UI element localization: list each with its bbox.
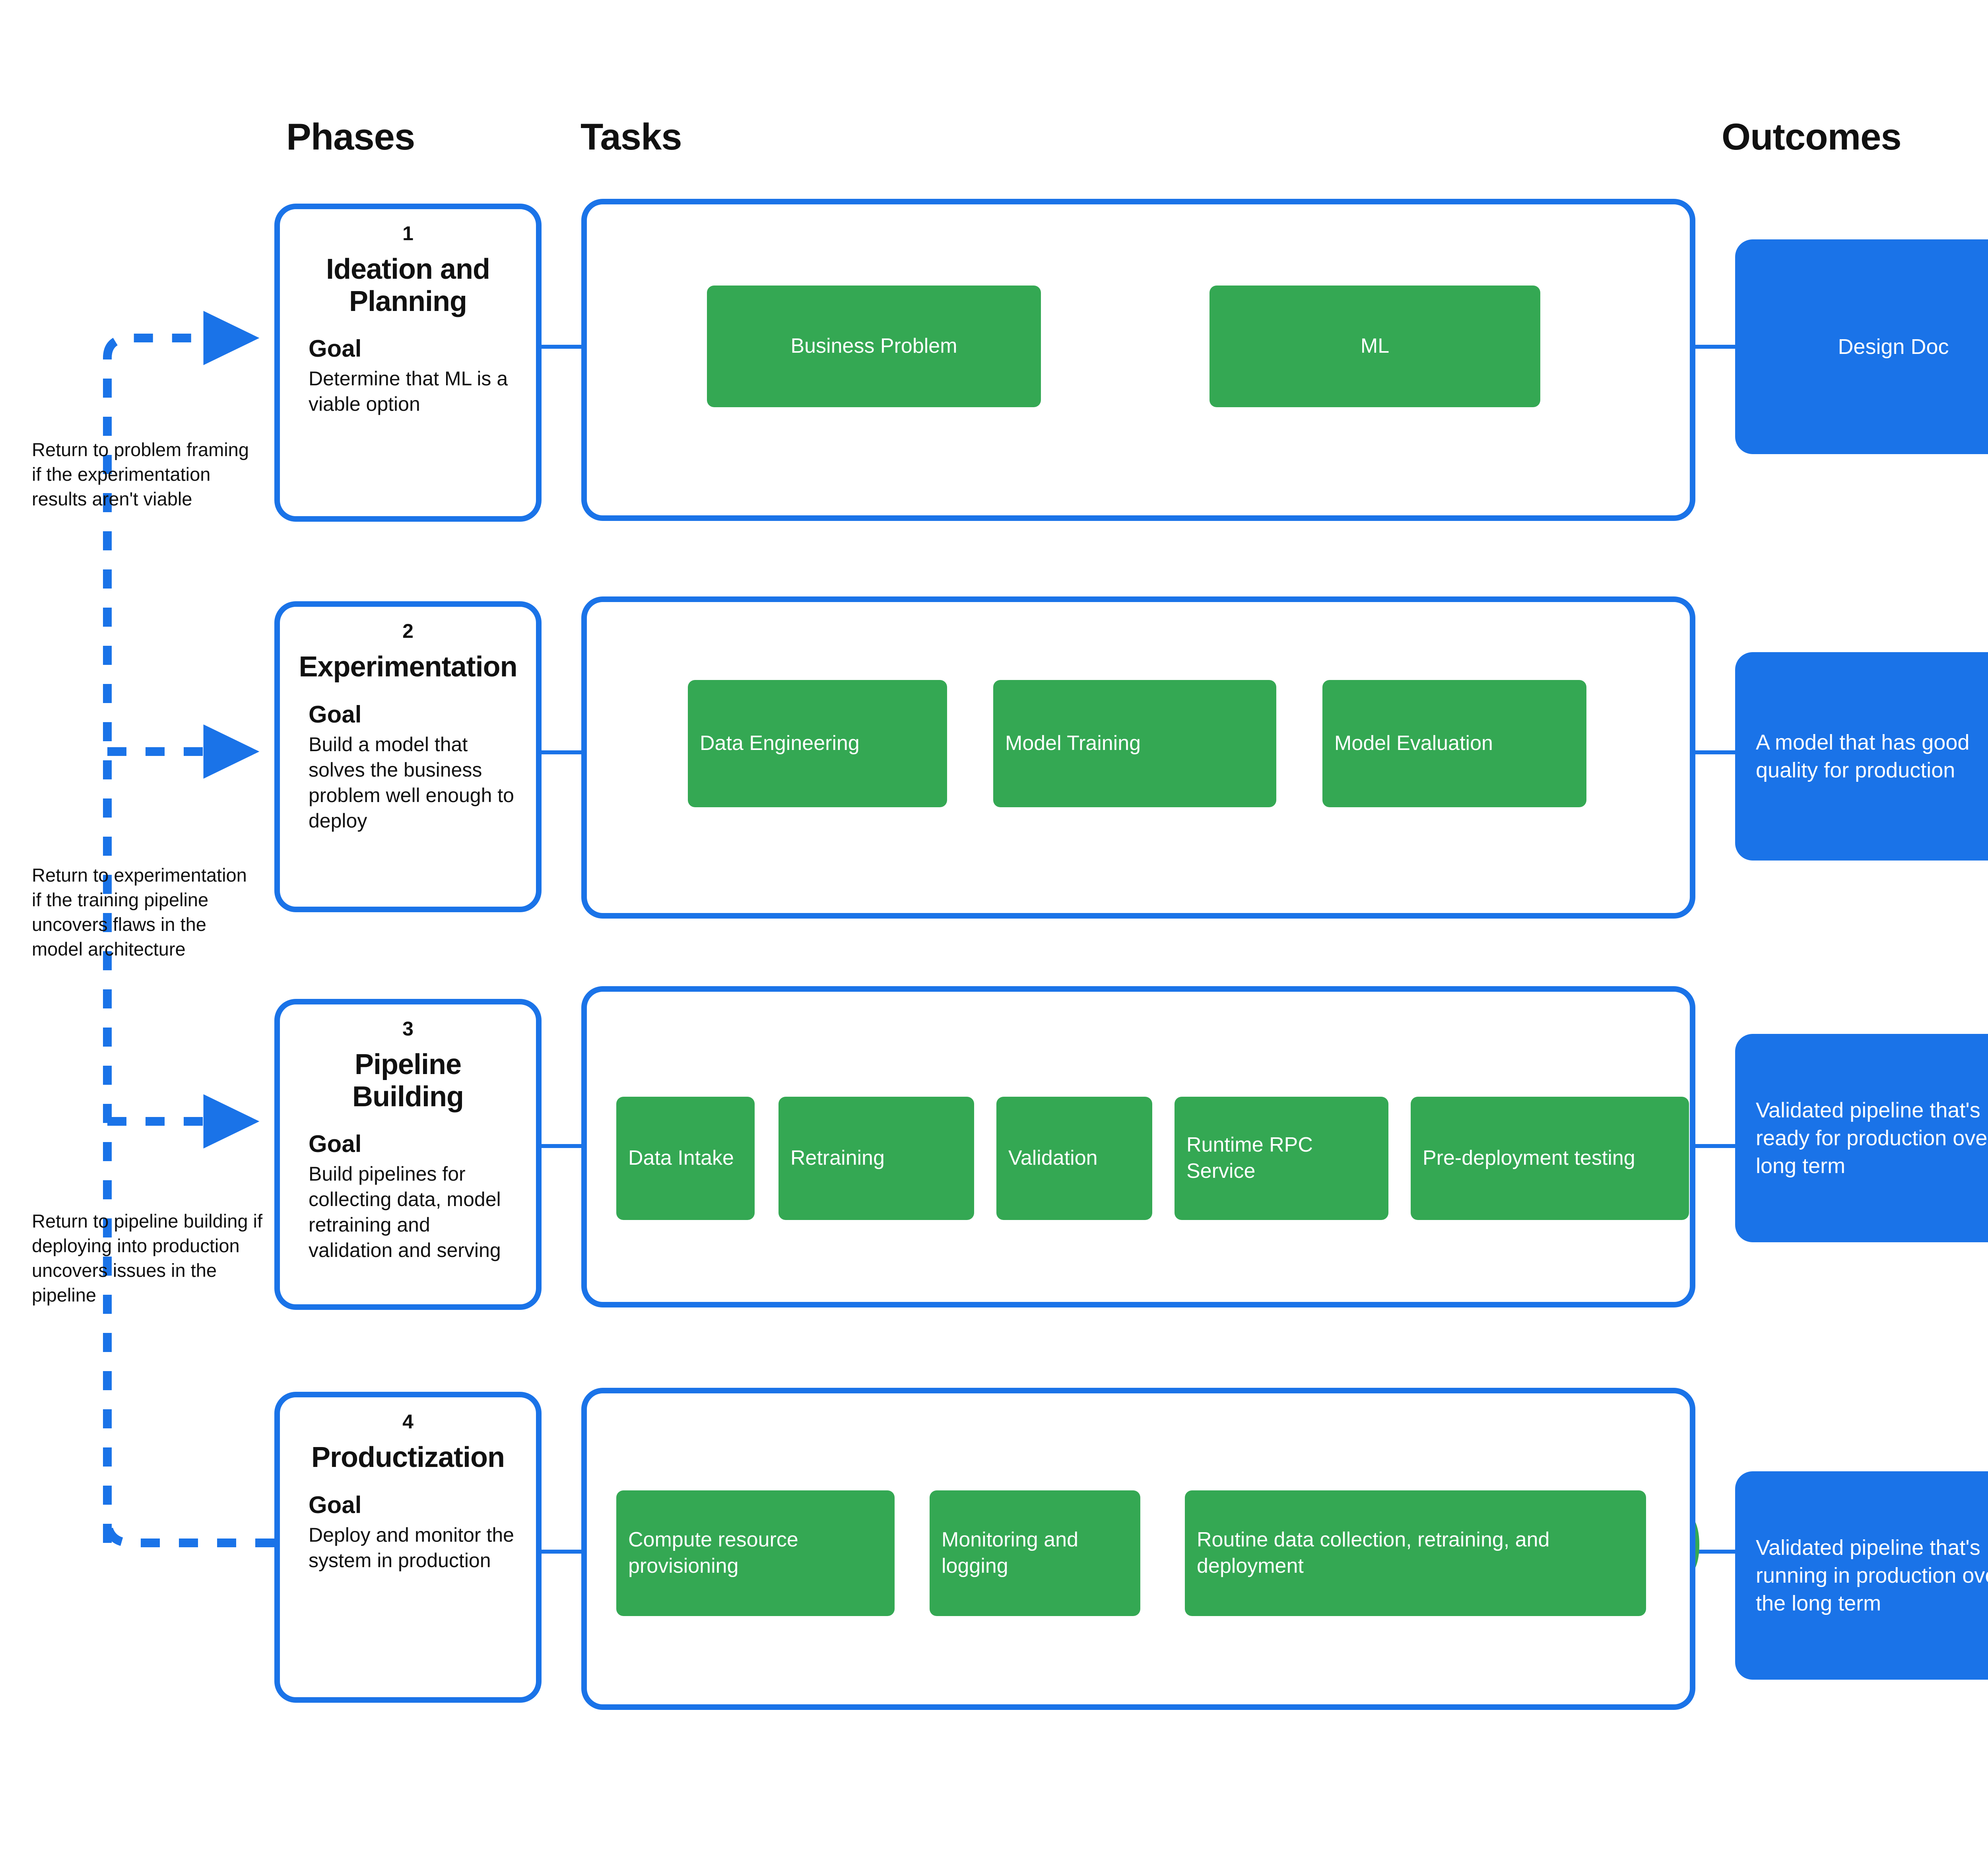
task-box[interactable]: Data Engineering [688, 680, 947, 807]
phase-number-4: 4 [402, 1410, 414, 1433]
task-box[interactable]: ML [1209, 286, 1540, 407]
tasks-row-4: Compute resource provisioning Monitoring… [616, 1490, 1646, 1616]
tasks-row-3: Data Intake Retraining Validation Runtim… [616, 1097, 1689, 1220]
phase-number-3: 3 [402, 1018, 414, 1040]
phase-card-3[interactable]: 3 Pipeline Building Goal Build pipelines… [274, 999, 542, 1310]
task-box[interactable]: Business Problem [707, 286, 1041, 407]
phase-goal-text-1: Determine that ML is a viable option [309, 367, 508, 416]
phase-goal-label-3: Goal [309, 1131, 362, 1158]
task-box[interactable]: Validation [996, 1097, 1152, 1220]
phase-goal-label-4: Goal [309, 1491, 362, 1518]
outcome-card-1[interactable]: Design Doc [1735, 239, 1988, 454]
outcome-card-2[interactable]: A model that has good quality for produc… [1735, 652, 1988, 861]
task-box[interactable]: Compute resource provisioning [616, 1490, 895, 1616]
phase-goal-text-3: Build pipelines for collecting data, mod… [309, 1163, 501, 1262]
task-box[interactable]: Routine data collection, retraining, and… [1185, 1490, 1646, 1616]
column-header-phases: Phases [286, 116, 415, 157]
phase-card-1[interactable]: 1 Ideation and Planning Goal Determine t… [274, 204, 542, 522]
outcome-card-4[interactable]: Validated pipeline that's running in pro… [1735, 1471, 1988, 1680]
phase-number-2: 2 [402, 620, 414, 642]
outcome-card-3[interactable]: Validated pipeline that's ready for prod… [1735, 1034, 1988, 1242]
phase-title-3: Pipeline Building [352, 1049, 464, 1113]
phase-title-2: Experimentation [299, 651, 517, 683]
phase-card-2[interactable]: 2 Experimentation Goal Build a model tha… [274, 601, 542, 912]
phase-goal-text-4: Deploy and monitor the system in product… [309, 1523, 514, 1572]
task-box[interactable]: Pre-deployment testing [1411, 1097, 1689, 1220]
phase-goal-label-1: Goal [309, 335, 362, 362]
return-arrow-to-phase-1 [103, 311, 260, 365]
phase-title-1: Ideation and Planning [326, 253, 490, 317]
task-box[interactable]: Runtime RPC Service [1175, 1097, 1388, 1220]
task-box[interactable]: Data Intake [616, 1097, 755, 1220]
task-box[interactable]: Retraining [779, 1097, 974, 1220]
phase-number-1: 1 [402, 222, 414, 245]
column-header-tasks: Tasks [580, 116, 682, 157]
return-note-pipeline-building: Return to pipeline building if deploying… [32, 1210, 263, 1306]
phase-goal-text-2: Build a model that solves the business p… [309, 733, 514, 832]
phase-goal-label-2: Goal [309, 701, 362, 728]
task-box[interactable]: Model Evaluation [1322, 680, 1586, 807]
return-arrow-from-phase-4 [103, 1519, 274, 1547]
phase-card-4[interactable]: 4 Productization Goal Deploy and monitor… [274, 1392, 542, 1703]
task-box[interactable]: Monitoring and logging [930, 1490, 1140, 1616]
task-box[interactable]: Model Training [993, 680, 1276, 807]
return-note-experimentation-pipeline: Return to experimentation if the trainin… [32, 864, 247, 960]
tasks-row-2: Data Engineering Model Training Model Ev… [688, 680, 1586, 807]
phase-title-4: Productization [311, 1441, 505, 1473]
tasks-row-1: Business Problem ML [707, 286, 1540, 407]
column-header-outcomes: Outcomes [1722, 116, 1902, 157]
return-note-problem-framing: Return to problem framing if the experim… [32, 439, 249, 510]
